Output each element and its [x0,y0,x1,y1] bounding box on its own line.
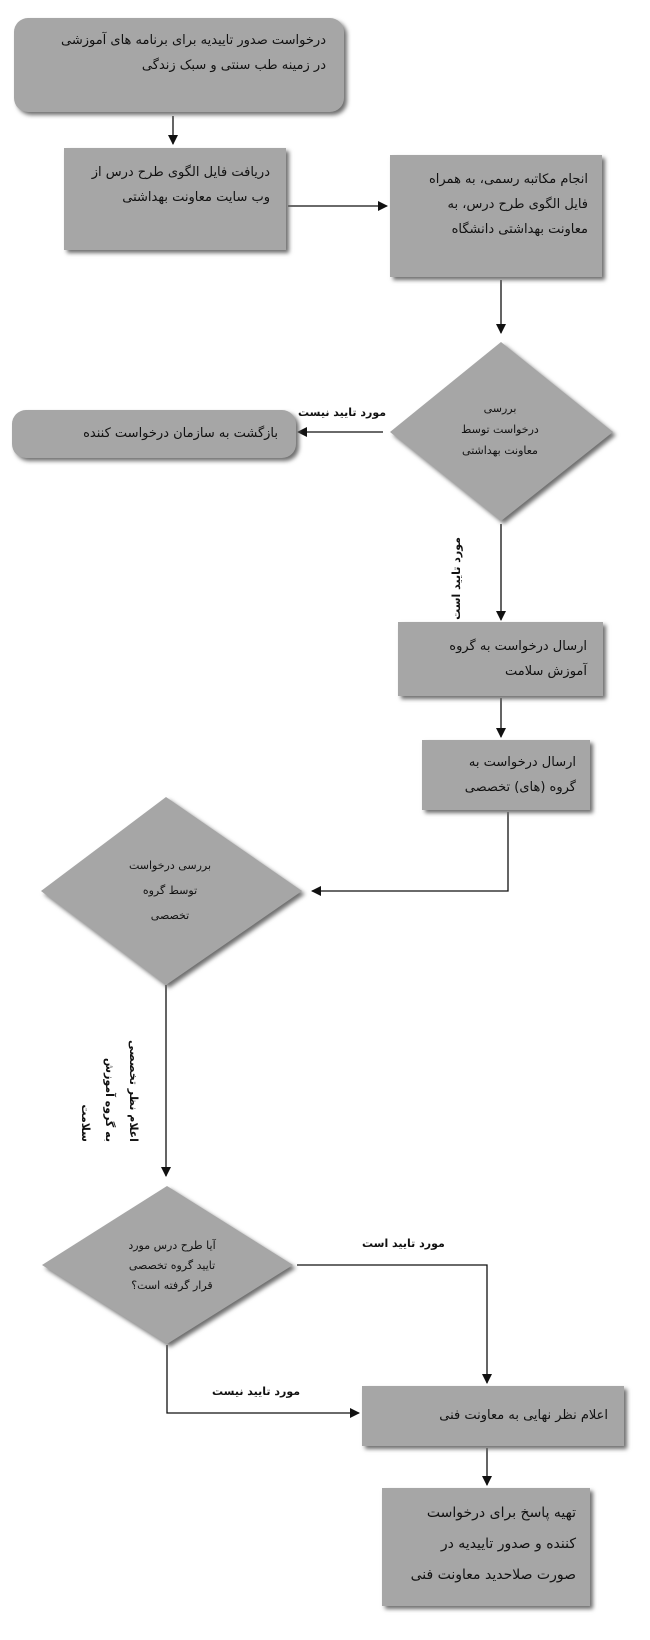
edge-label-approved-1: مورد تایید است [449,537,463,620]
node-request: درخواست صدور تاییدیه برای برنامه های آمو… [14,18,344,112]
node-send-specialty-label: ارسال درخواست به گروه (های) تخصصی [464,755,576,795]
node-prepare-response: تهیه پاسخ برای درخواست کننده و صدور تایی… [382,1488,590,1606]
node-return-to-org: بازگشت به سازمان درخواست کننده [12,410,296,458]
arrow-specialty-to-review [311,812,509,896]
node-send-specialty: ارسال درخواست به گروه (های) تخصصی [422,740,590,810]
node-final-opinion: اعلام نظر نهایی به معاونت فنی [362,1386,624,1446]
node-request-label: درخواست صدور تاییدیه برای برنامه های آمو… [60,33,326,73]
edge-label-not-approved-2: مورد تایید نیست [212,1385,301,1398]
diamond-review-health-label: بررسی درخواست توسط معاونت بهداشتی [461,402,539,457]
node-download-template: دریافت فایل الگوی طرح درس از وب سایت معا… [64,148,286,250]
edge-label-not-approved-1: مورد تایید نیست [298,406,387,419]
diamond-review-health [390,342,613,521]
node-send-health-edu: ارسال درخواست به گروه آموزش سلامت [398,622,603,696]
edge-label-approved-2: مورد تایید است [362,1237,445,1250]
diamond-review-specialty [41,797,302,985]
node-download-template-label: دریافت فایل الگوی طرح درس از وب سایت معا… [91,165,270,205]
edge-label-expert-opinion: اعلام نظر تخصصی به گروه آموزش سلامت [78,1040,140,1142]
node-final-opinion-label: اعلام نظر نهایی به معاونت فنی [439,1408,608,1423]
arrow-question-yes-to-final [297,1264,492,1384]
node-send-health-edu-label: ارسال درخواست به گروه آموزش سلامت [449,639,587,679]
node-return-to-org-label: بازگشت به سازمان درخواست کننده [83,426,278,441]
node-formal-letter: انجام مکاتبه رسمی، به همراه فایل الگوی ط… [390,155,602,277]
node-prepare-response-label: تهیه پاسخ برای درخواست کننده و صدور تایی… [410,1505,576,1583]
diamond-approved-question-label: آیا طرح درس مورد تایید گروه تخصصی قرار گ… [128,1239,216,1292]
arrow-question-no-to-final [166,1345,360,1418]
node-formal-letter-label: انجام مکاتبه رسمی، به همراه فایل الگوی ط… [428,172,588,237]
diamond-approved-question [42,1186,293,1344]
diamond-review-specialty-label: بررسی درخواست توسط گروه تخصصی [128,859,212,922]
